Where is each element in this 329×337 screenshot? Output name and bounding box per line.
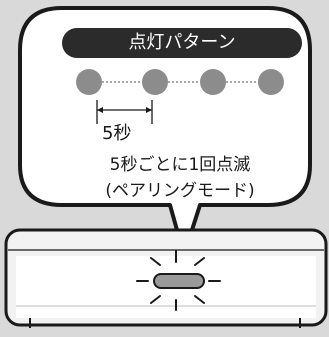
description-line-1: 5秒ごとに1回点滅 bbox=[109, 155, 251, 175]
blink-dot-3 bbox=[200, 69, 226, 95]
interval-label: 5秒 bbox=[102, 123, 132, 144]
device-indicator-light bbox=[153, 273, 205, 289]
blinking-light-rays-icon bbox=[136, 250, 221, 311]
blink-dot-4 bbox=[258, 69, 284, 95]
diagram-title: 点灯パターン bbox=[128, 32, 236, 53]
blink-dot-1 bbox=[76, 69, 102, 95]
interval-bracket bbox=[96, 100, 153, 124]
description-line-2: (ペアリングモード) bbox=[105, 181, 255, 201]
title-pill bbox=[62, 28, 302, 58]
blink-dot-2 bbox=[142, 69, 168, 95]
blink-dots bbox=[76, 69, 284, 95]
